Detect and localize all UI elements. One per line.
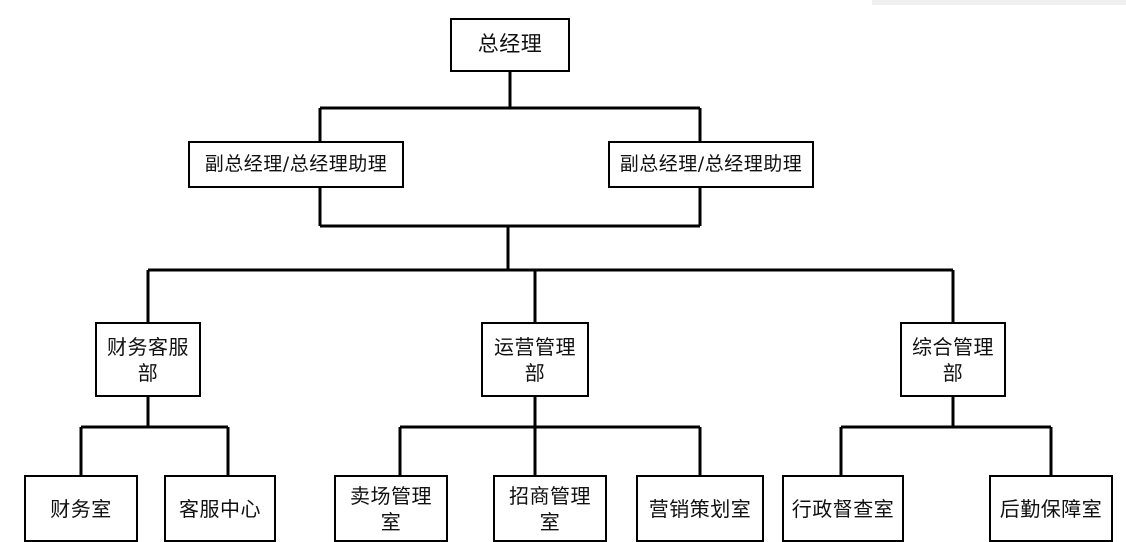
node-operations-dept[interactable]: 运营管理 部	[481, 322, 589, 397]
node-general-manager[interactable]: 总经理	[450, 18, 570, 72]
node-label: 行政督查室	[791, 496, 895, 521]
node-label: 副总经理/总经理助理	[204, 153, 388, 176]
node-label: 运营管理 部	[494, 334, 576, 385]
node-label: 副总经理/总经理助理	[619, 153, 803, 176]
node-label: 招商管理室	[509, 483, 591, 534]
node-finance-office[interactable]: 财务室	[24, 475, 138, 542]
node-label: 卖场管理室	[350, 483, 432, 534]
node-store-management-office[interactable]: 卖场管理室	[334, 475, 448, 542]
node-label: 财务室	[50, 496, 112, 521]
node-deputy-gm-left[interactable]: 副总经理/总经理助理	[188, 141, 404, 188]
node-label: 客服中心	[179, 496, 261, 521]
node-deputy-gm-right[interactable]: 副总经理/总经理助理	[608, 141, 814, 188]
node-finance-cs-dept[interactable]: 财务客服 部	[95, 322, 201, 397]
page-edge-band	[872, 0, 1126, 5]
node-label: 财务客服 部	[107, 334, 189, 385]
node-investment-management-office[interactable]: 招商管理室	[493, 475, 607, 542]
node-customer-service-center[interactable]: 客服中心	[164, 475, 276, 542]
node-marketing-planning-office[interactable]: 营销策划室	[636, 475, 764, 542]
node-label: 总经理	[477, 32, 543, 57]
node-logistics-support-office[interactable]: 后勤保障室	[989, 475, 1113, 542]
node-label: 营销策划室	[648, 496, 752, 521]
node-label: 后勤保障室	[999, 496, 1103, 521]
node-admin-supervision-office[interactable]: 行政督查室	[782, 475, 904, 542]
node-general-admin-dept[interactable]: 综合管理 部	[900, 322, 1006, 397]
node-label: 综合管理 部	[912, 334, 994, 385]
